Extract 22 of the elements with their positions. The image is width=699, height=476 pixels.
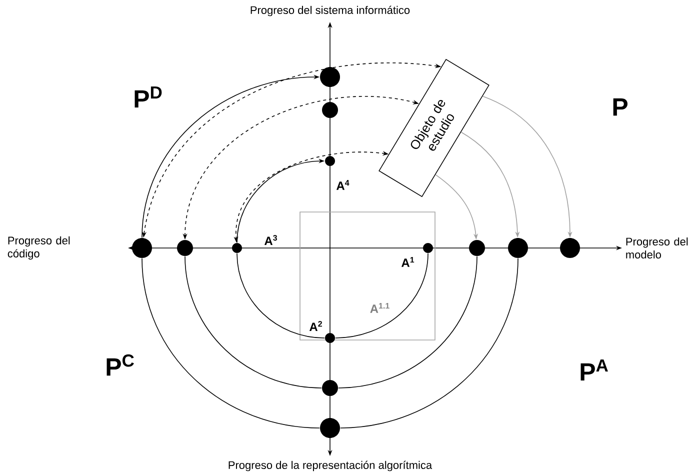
region-symbol: P (613, 98, 628, 116)
dot (320, 67, 340, 87)
region-symbol: P$^{D}$ (134, 86, 162, 108)
axis-title: Progreso del código (8, 236, 70, 260)
dot (322, 102, 338, 118)
point-label: A$^{4}$ (336, 180, 350, 190)
region-symbol: P$^{A}$ (580, 359, 608, 381)
dot (320, 418, 340, 438)
axis-title: Progreso del modelo (626, 237, 688, 259)
dot (469, 240, 485, 256)
dot (508, 238, 528, 258)
point-label: A$^{1}$ (402, 257, 414, 267)
dot (560, 238, 580, 258)
dot (322, 380, 338, 396)
axis-title: Progreso de la representación algorítmica (228, 460, 432, 472)
point-label: A$^{3}$ (264, 235, 278, 245)
region-symbol: P$^{C}$ (106, 354, 134, 376)
point-label: A$^{2}$ (310, 321, 322, 331)
dot (177, 240, 193, 256)
point-label: A$^{1.1}$ (370, 303, 390, 313)
dot (132, 238, 152, 258)
axis-title: Progreso del sistema informático (250, 6, 410, 16)
